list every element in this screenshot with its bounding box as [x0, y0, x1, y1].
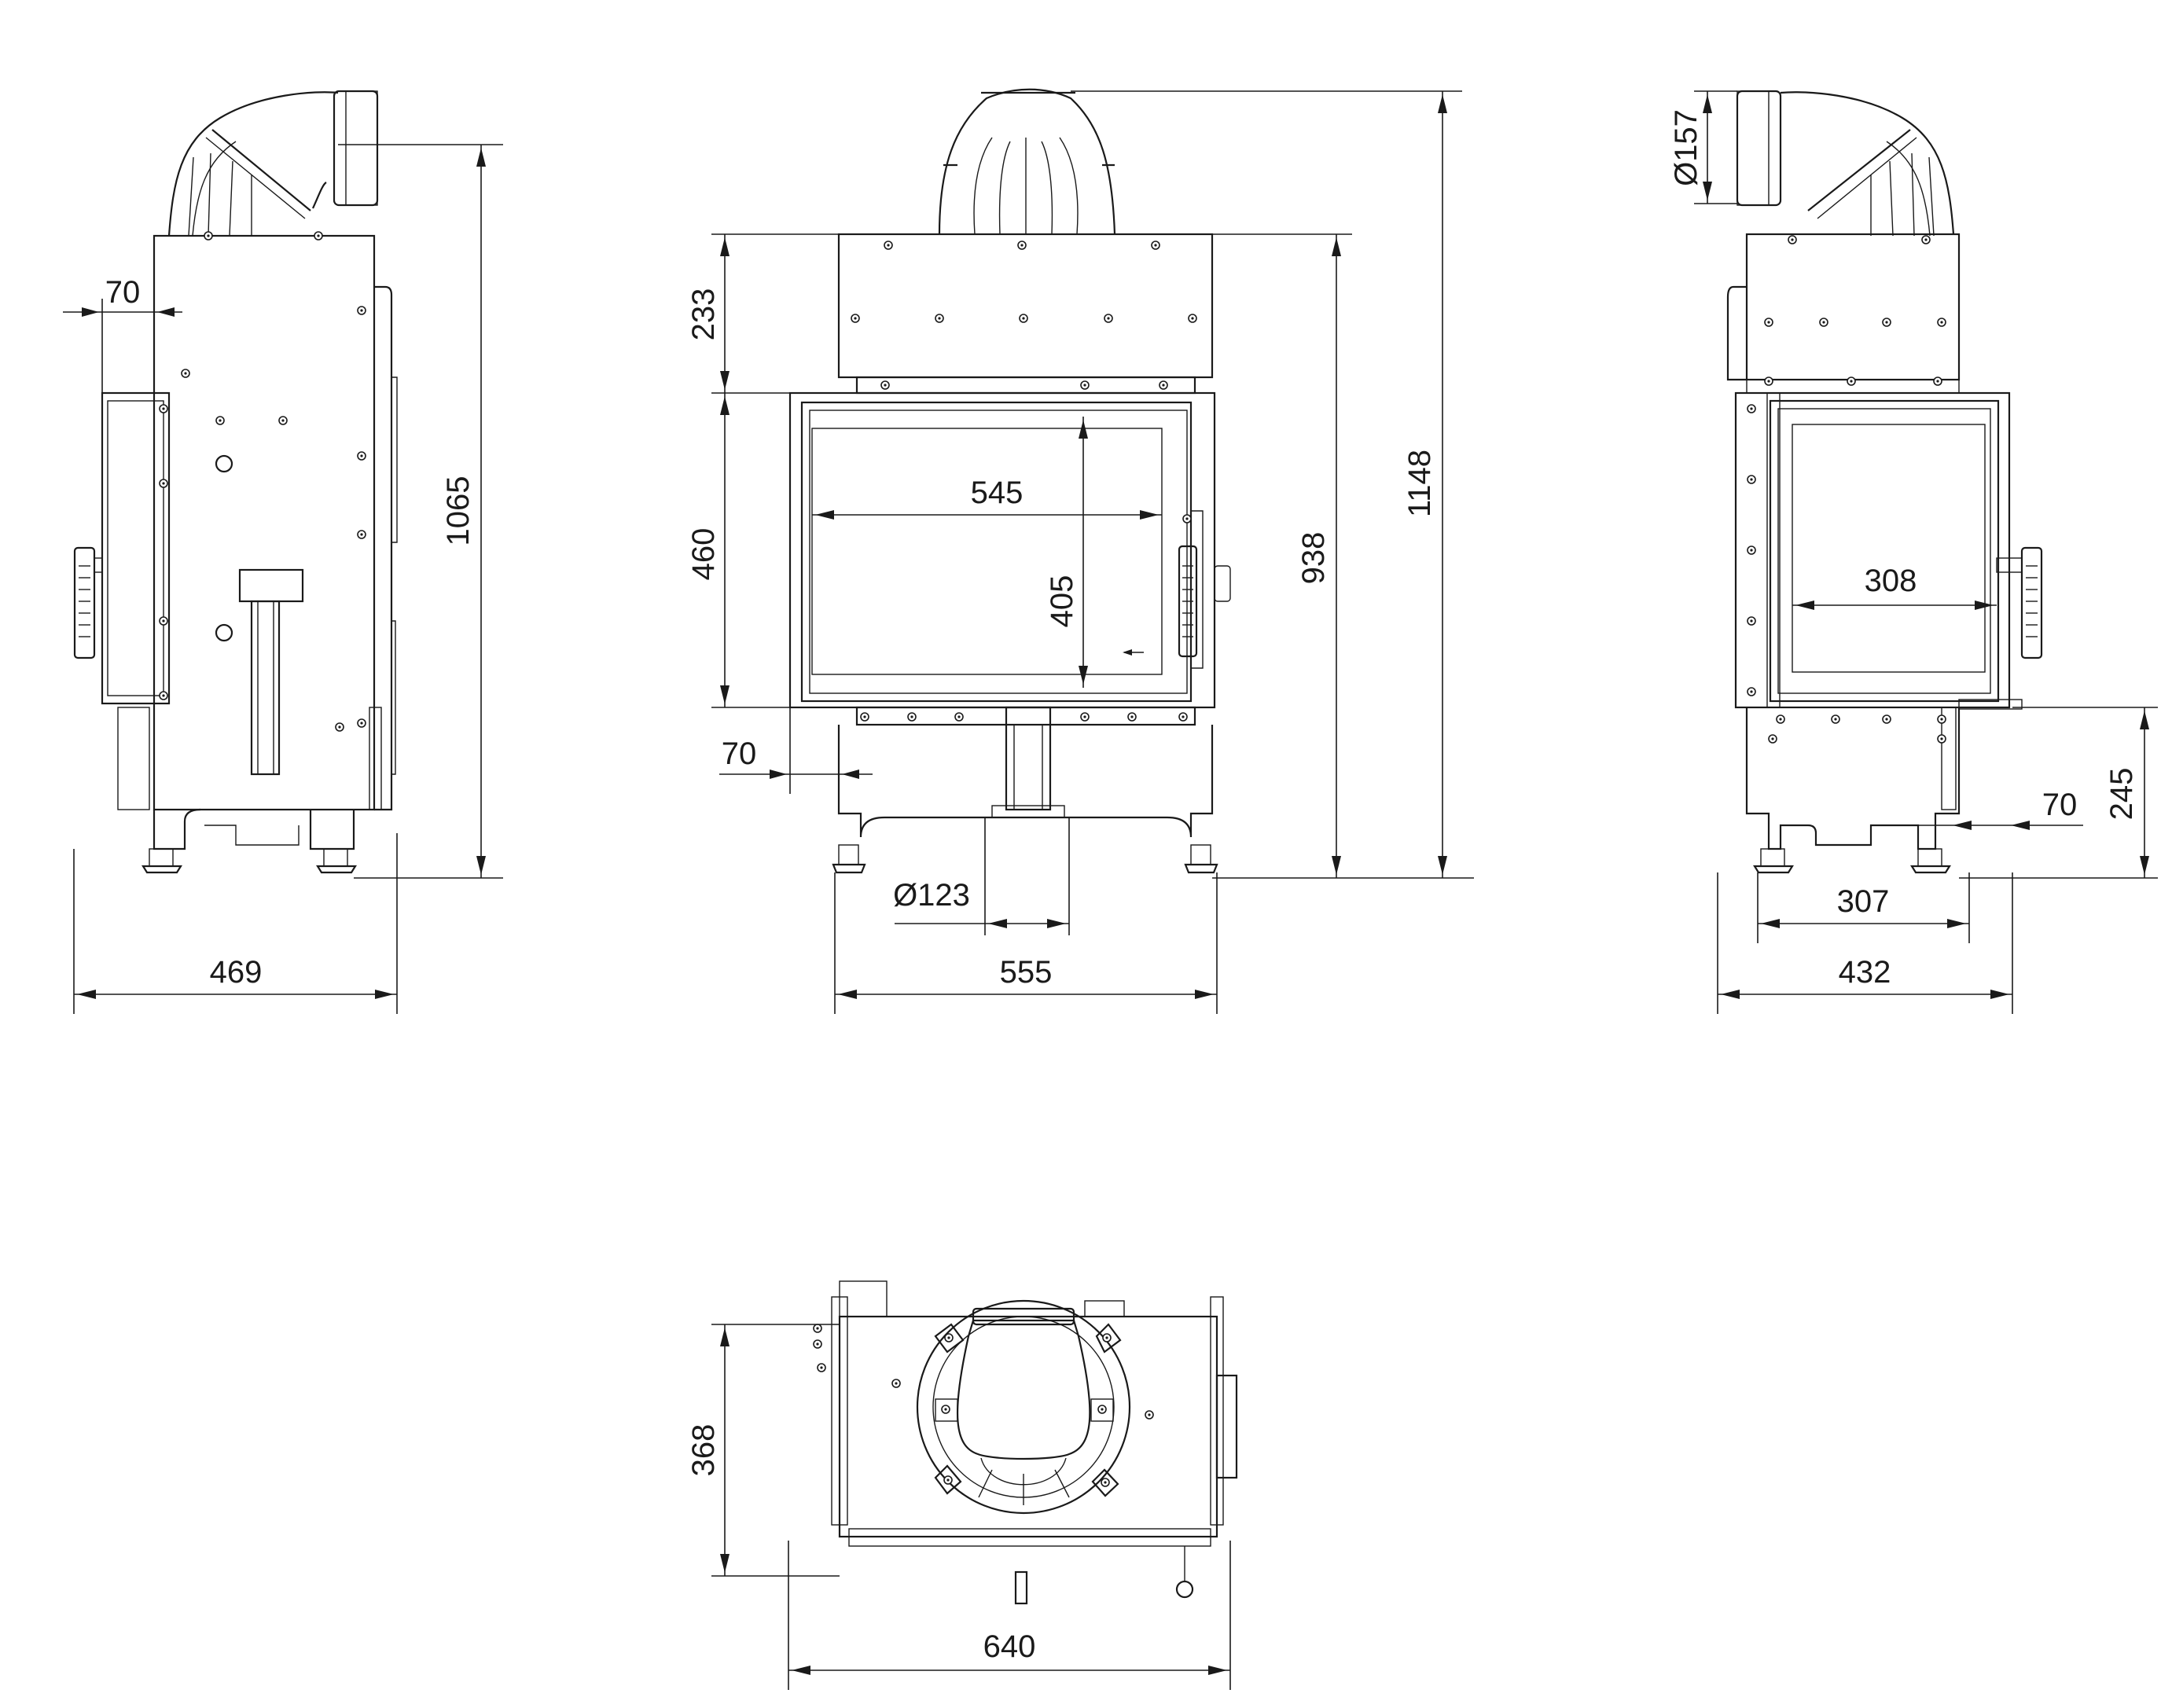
side-left-width-label: 469: [210, 955, 263, 990]
side-right-dimensions: Ø157 308 245 70 307 432: [1669, 90, 2158, 1014]
front-view: [788, 88, 1231, 874]
door-height-label: 460: [686, 528, 721, 581]
bottom-offset-label: 70: [722, 736, 757, 771]
top-width-label: 640: [983, 1629, 1036, 1664]
body-height-label: 938: [1296, 532, 1331, 585]
glass-height-label: 405: [1045, 575, 1079, 628]
side-view-left: [73, 90, 398, 874]
leg-span-label: 307: [1837, 884, 1890, 919]
flue-diameter-label: Ø157: [1669, 109, 1703, 186]
front-dimensions: 545 405 233 460 938 1148: [686, 90, 1474, 1014]
side-left-offset-label: 70: [105, 275, 141, 310]
top-dimensions: 368 640: [686, 1324, 1231, 1690]
front-width-label: 555: [1000, 955, 1053, 990]
top-section-label: 233: [686, 288, 721, 341]
side-view-right: [1726, 90, 2043, 874]
base-height-label: 245: [2104, 768, 2139, 821]
total-height-label: 1148: [1402, 450, 1437, 517]
right-width-label: 432: [1839, 955, 1891, 990]
top-depth-label: 368: [686, 1424, 721, 1477]
side-left-dimensions: 1065 469 70: [63, 144, 503, 1014]
top-view: [813, 1280, 1238, 1605]
glass-width-label: 545: [971, 476, 1024, 510]
duct-diameter-label: Ø123: [893, 878, 970, 913]
right-glass-width-label: 308: [1865, 564, 1917, 598]
right-offset-label: 70: [2042, 788, 2078, 822]
side-left-height-label: 1065: [441, 476, 476, 546]
